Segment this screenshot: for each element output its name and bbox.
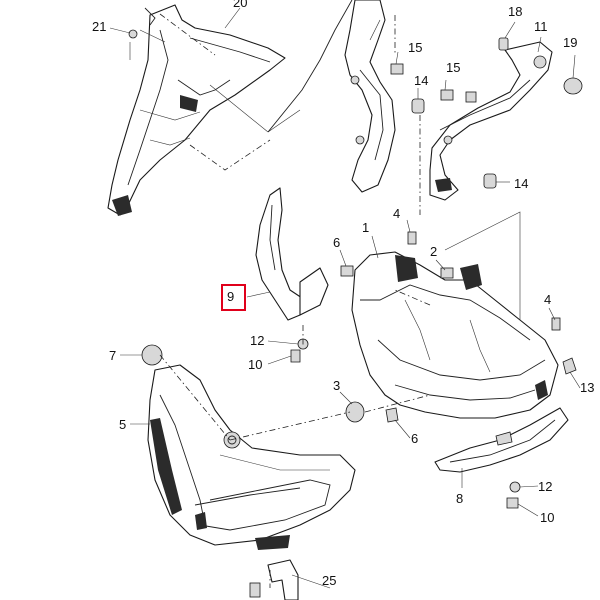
- callout-12-upper: 12: [250, 333, 264, 348]
- callout-20: 20: [233, 0, 247, 10]
- leader-lines: [109, 7, 581, 589]
- part-8-lower-panel: [434, 407, 569, 509]
- part-20-cowl-panel: [107, 4, 301, 216]
- callout-14-right: 14: [514, 176, 528, 191]
- callout-5: 5: [119, 417, 126, 432]
- part-9-deflector: [255, 187, 329, 363]
- callout-18: 18: [508, 4, 522, 19]
- part-11-stay-bracket: [429, 21, 583, 201]
- callout-9: 9: [227, 289, 234, 304]
- part-5-front-cowl: [147, 364, 356, 550]
- callout-21: 21: [92, 19, 106, 34]
- part-7-grommet: [141, 344, 163, 366]
- callout-11: 11: [534, 19, 548, 34]
- callout-15-upper: 15: [408, 40, 422, 55]
- callout-9-highlight-box: [221, 284, 246, 311]
- center-bracket-assembly: [267, 0, 425, 193]
- callout-4-right: 4: [544, 292, 551, 307]
- callout-3: 3: [333, 378, 340, 393]
- callout-10-upper: 10: [248, 357, 262, 372]
- part-3-grommet: [339, 391, 365, 423]
- callout-7: 7: [109, 348, 116, 363]
- assembly-center-lines: [159, 13, 431, 588]
- callout-19: 19: [563, 35, 577, 50]
- callout-2: 2: [430, 244, 437, 259]
- callout-13: 13: [580, 380, 594, 395]
- part-1-headlight: [340, 211, 577, 423]
- callout-8: 8: [456, 491, 463, 506]
- callout-12-lower: 12: [538, 479, 552, 494]
- callout-6-upper: 6: [333, 235, 340, 250]
- callout-6-lower: 6: [411, 431, 418, 446]
- part-25-bracket: [249, 559, 299, 600]
- callout-4-upper: 4: [393, 206, 400, 221]
- callout-1: 1: [362, 220, 369, 235]
- callout-15-right: 15: [446, 60, 460, 75]
- callout-labels: 21 20 18 11 19 15 14 15 14 4 1 6 2 9 4 1…: [92, 0, 594, 588]
- callout-10-lower: 10: [540, 510, 554, 525]
- callout-25: 25: [322, 573, 336, 588]
- callout-14-upper: 14: [414, 73, 428, 88]
